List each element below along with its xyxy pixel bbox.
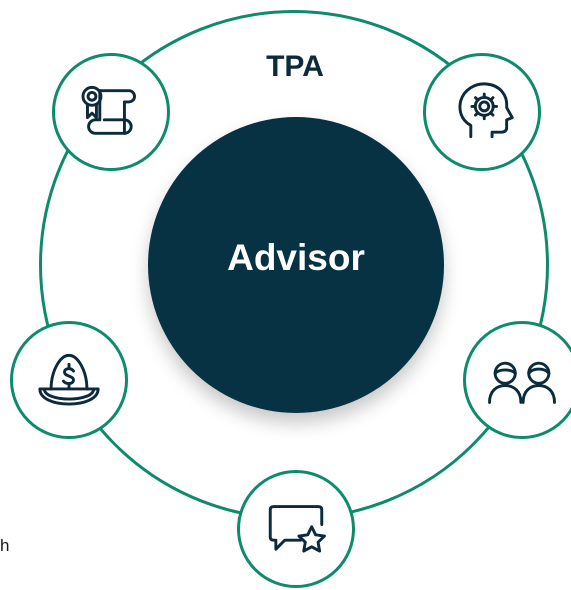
node-two-people (463, 321, 571, 439)
ring-label: TPA (266, 50, 324, 83)
node-certificate (52, 53, 170, 171)
money-egg-nest-icon (38, 353, 100, 406)
center-circle: Advisor (148, 117, 444, 413)
center-label: Advisor (227, 237, 365, 278)
node-head-gear (423, 53, 541, 171)
node-chat-star (237, 470, 355, 588)
two-people-icon (488, 361, 556, 404)
chat-star-icon (268, 505, 326, 553)
head-gear-icon (458, 82, 514, 139)
node-money-egg (10, 321, 128, 439)
stray-text: h (0, 536, 10, 555)
certificate-scroll-icon (81, 85, 136, 135)
